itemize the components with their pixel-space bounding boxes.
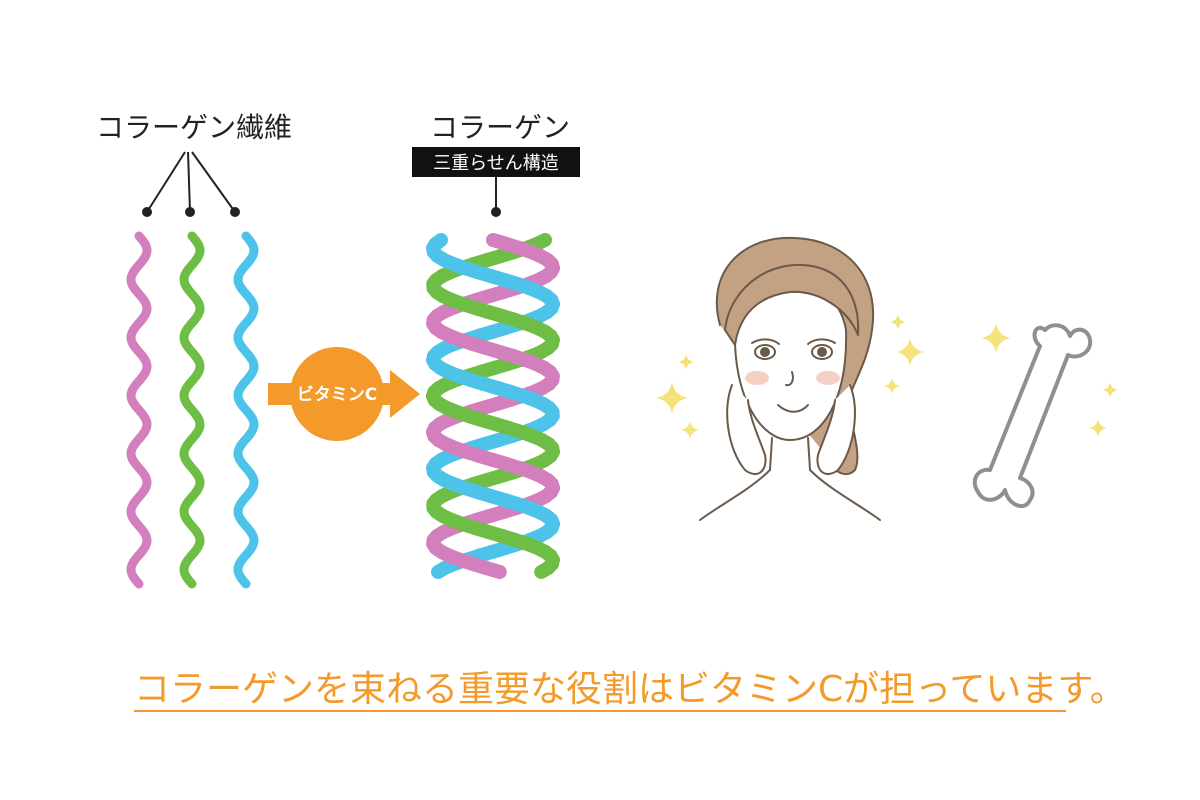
triple-helix-badge: 三重らせん構造 <box>412 147 580 177</box>
vitamin-c-label: ビタミンC <box>296 385 378 405</box>
helix-segment <box>431 561 452 579</box>
helix-segment <box>529 233 552 251</box>
helix-segment <box>486 453 514 471</box>
collagen-fiber-label: コラーゲン繊維 <box>96 111 293 144</box>
sparkle-icon <box>884 378 900 394</box>
sparkle-icon <box>656 382 688 414</box>
sparkle-icon <box>890 314 906 330</box>
woman-face-icon <box>699 236 881 521</box>
fiber-strand-blue <box>233 231 259 589</box>
collagen-fibers <box>126 231 259 589</box>
sparkle-icon <box>681 421 699 439</box>
bone-icon <box>972 323 1093 509</box>
fiber-strand-pink <box>126 231 152 589</box>
helix-segment <box>490 381 518 399</box>
helix-segment <box>492 345 521 363</box>
arrow-icon <box>390 370 420 418</box>
triple-helix <box>426 233 560 579</box>
vitamin-c-arrow <box>268 347 420 441</box>
helix-segment <box>483 489 512 507</box>
helix-leader-line <box>491 177 501 217</box>
sparkle-icon <box>1089 419 1107 437</box>
helix-segment <box>486 233 514 251</box>
sparkle-icon <box>678 354 694 370</box>
fiber-strand-green <box>179 231 205 589</box>
sparkle-icon <box>981 323 1011 353</box>
sparkle-icon <box>896 338 924 366</box>
helix-segment <box>479 561 507 579</box>
caption-underline <box>134 710 1066 712</box>
fiber-leader-lines <box>142 151 240 217</box>
helix-segment <box>481 525 510 543</box>
caption: コラーゲンを束ねる重要な役割はビタミンCが担っています。 <box>134 669 1126 710</box>
sparkle-icon <box>1102 382 1118 398</box>
helix-segment <box>488 417 516 435</box>
vitamin-c-circle <box>290 347 384 441</box>
collagen-label: コラーゲン <box>430 111 571 144</box>
sparkle-icons <box>656 314 1118 439</box>
helix-segment <box>483 269 512 287</box>
helix-segment <box>481 305 510 323</box>
